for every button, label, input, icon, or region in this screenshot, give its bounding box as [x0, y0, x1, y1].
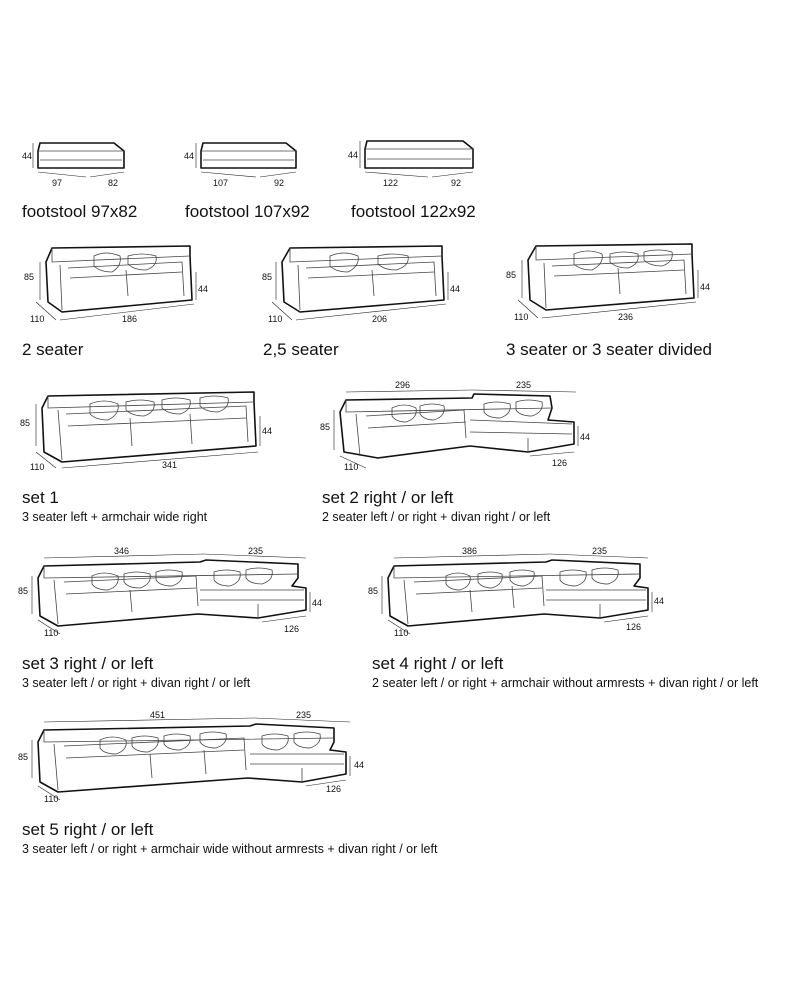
set-seat-height: 44 [654, 596, 664, 606]
set-divan-depth: 126 [326, 784, 341, 794]
set-label: set 3 right / or left [22, 654, 154, 673]
footstool-depth: 92 [451, 178, 461, 188]
set-depth: 110 [30, 462, 44, 472]
sofa-height: 85 [262, 272, 272, 282]
set-divan-length: 235 [248, 546, 263, 556]
sofa-height: 85 [24, 272, 34, 282]
set-seat-height: 44 [262, 426, 272, 436]
sofa-width: 206 [372, 314, 387, 324]
sofa-label: 3 seater or 3 seater divided [506, 340, 713, 359]
set-divan-length: 235 [592, 546, 607, 556]
sofa-depth: 110 [514, 312, 528, 322]
set-description: 2 seater left / or right + armchair with… [372, 676, 759, 690]
set-label: set 2 right / or left [322, 488, 454, 507]
footstool-height: 44 [184, 151, 194, 161]
set-depth: 110 [44, 628, 58, 638]
set-seat-height: 44 [580, 432, 590, 442]
sofa-depth: 110 [30, 314, 44, 324]
sofa-label: 2 seater [22, 340, 84, 359]
set-label: set 4 right / or left [372, 654, 504, 673]
set-height: 85 [368, 586, 378, 596]
set-description: 3 seater left + armchair wide right [22, 510, 208, 524]
set-label: set 1 [22, 488, 59, 507]
sofa-width: 236 [618, 312, 633, 322]
set-description: 3 seater left / or right + divan right /… [22, 676, 251, 690]
set-depth: 110 [344, 462, 358, 472]
set-height: 85 [20, 418, 30, 428]
set-divan-depth: 126 [284, 624, 299, 634]
footstool-width: 107 [213, 178, 228, 188]
sofa-seat-height: 44 [450, 284, 460, 294]
set-seat-height: 44 [354, 760, 364, 770]
sofa-width: 186 [122, 314, 137, 324]
footstool-depth: 92 [274, 178, 284, 188]
footstool-height: 44 [348, 150, 358, 160]
set-label: set 5 right / or left [22, 820, 154, 839]
set-width: 296 [395, 380, 410, 390]
sofa-height: 85 [506, 270, 516, 280]
set-width: 346 [114, 546, 129, 556]
set-height: 85 [320, 422, 330, 432]
footstool-width: 97 [52, 178, 62, 188]
set-seat-height: 44 [312, 598, 322, 608]
sofa-seat-height: 44 [700, 282, 710, 292]
set-divan-depth: 126 [626, 622, 641, 632]
footstool-width: 122 [383, 178, 398, 188]
set-description: 2 seater left / or right + divan right /… [322, 510, 551, 524]
sofa-depth: 110 [268, 314, 282, 324]
footstool-label: footstool 107x92 [185, 202, 310, 221]
set-width: 451 [150, 710, 165, 720]
set-divan-length: 235 [516, 380, 531, 390]
set-height: 85 [18, 586, 28, 596]
set-height: 85 [18, 752, 28, 762]
set-depth: 110 [394, 628, 408, 638]
set-divan-length: 235 [296, 710, 311, 720]
footstool-label: footstool 122x92 [351, 202, 476, 221]
set-width: 341 [162, 460, 177, 470]
set-width: 386 [462, 546, 477, 556]
sofa-seat-height: 44 [198, 284, 208, 294]
footstool-depth: 82 [108, 178, 118, 188]
set-divan-depth: 126 [552, 458, 567, 468]
set-description: 3 seater left / or right + armchair wide… [22, 842, 438, 856]
set-depth: 110 [44, 794, 58, 804]
sofa-label: 2,5 seater [263, 340, 339, 359]
footstool-label: footstool 97x82 [22, 202, 138, 221]
footstool-height: 44 [22, 151, 32, 161]
